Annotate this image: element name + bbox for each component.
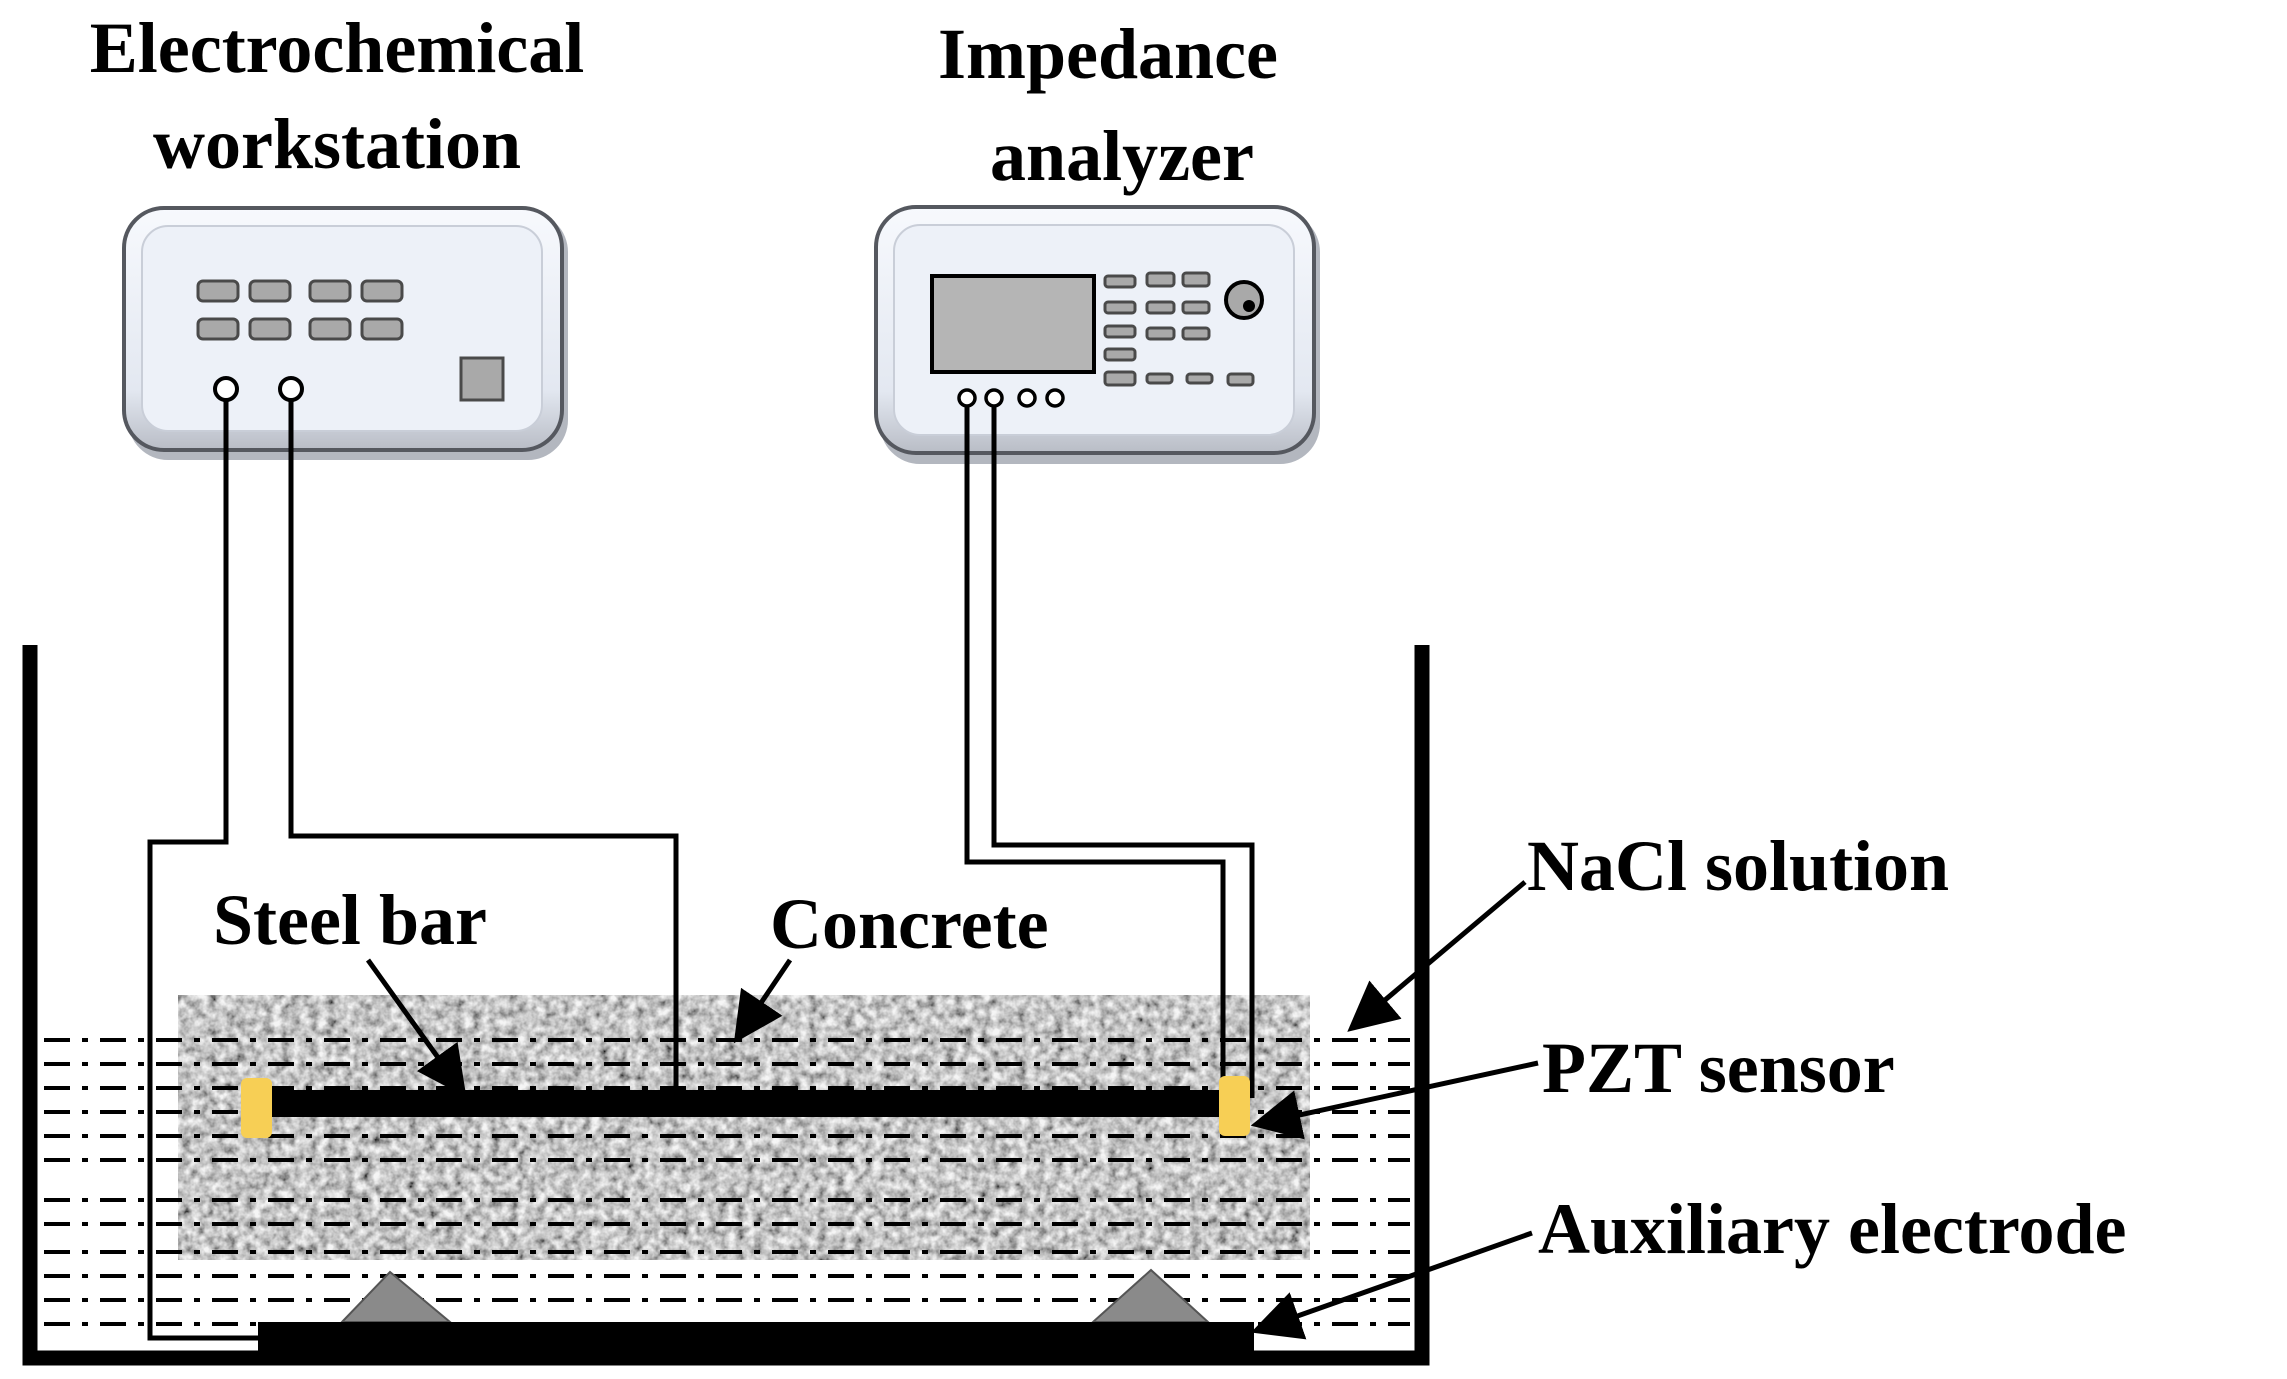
auxiliary-electrode-label: Auxiliary electrode (1538, 1189, 2127, 1269)
workstation-display-square (459, 356, 505, 402)
workstation-button-grid (196, 279, 404, 341)
pzt-sensor-right (1219, 1076, 1250, 1136)
impedance-title-line1: Impedance (938, 14, 1278, 94)
analyzer-keypad (1103, 271, 1255, 387)
impedance-analyzer-device (874, 205, 1320, 464)
electrochemical-workstation-title: Electrochemical workstation (90, 8, 584, 184)
pzt-sensor-left (241, 1078, 272, 1138)
solution-container (22, 645, 1430, 1366)
workstation-wires (147, 400, 679, 1341)
workstation-terminal-2 (278, 376, 304, 402)
leader-arrows (365, 880, 1539, 1340)
steel-bar-arrow (365, 958, 467, 1098)
nacl-solution-label: NaCl solution (1527, 826, 1949, 906)
concrete-label: Concrete (770, 884, 1049, 964)
electrochemical-title-line2: workstation (153, 104, 521, 184)
concrete-arrow (733, 958, 793, 1044)
analyzer-knob (1224, 280, 1264, 320)
analyzer-screen (930, 274, 1096, 374)
analyzer-terminal-1 (957, 388, 977, 408)
analyzer-terminal-3 (1017, 388, 1037, 408)
pzt-sensor-arrow (1250, 1060, 1539, 1140)
impedance-title-line2: analyzer (990, 116, 1254, 196)
nacl-solution-arrow (1347, 880, 1527, 1032)
electrochemical-title-line1: Electrochemical (90, 8, 584, 88)
steel-bar (255, 1090, 1235, 1117)
impedance-analyzer-title: Impedance analyzer (938, 14, 1278, 196)
electrochemical-workstation-device (122, 206, 568, 460)
workstation-terminal-1 (213, 376, 239, 402)
analyzer-knob-center (1243, 300, 1255, 312)
analyzer-wires (964, 406, 1255, 1098)
analyzer-terminal-2 (984, 388, 1004, 408)
analyzer-terminal-4 (1045, 388, 1065, 408)
support-left (339, 1270, 453, 1323)
auxiliary-electrode-arrow (1250, 1230, 1533, 1340)
steel-bar-label: Steel bar (213, 880, 487, 960)
concrete-specimen (178, 995, 1310, 1260)
auxiliary-electrode (258, 1322, 1254, 1353)
pzt-sensor-label: PZT sensor (1542, 1028, 1895, 1108)
